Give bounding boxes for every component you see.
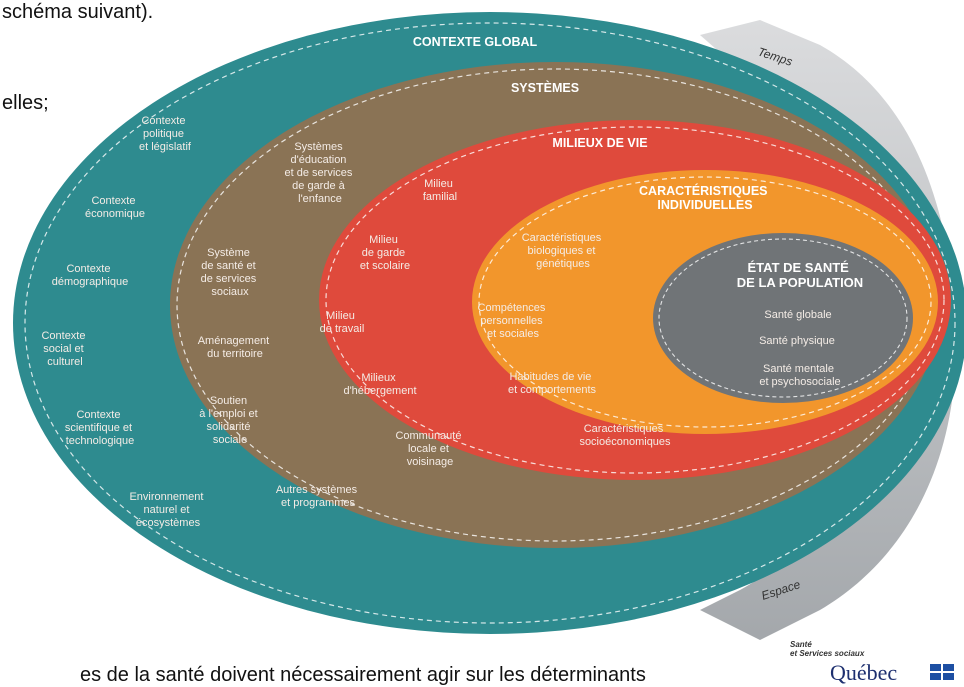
item-social-cultural-context: Contexte social et culturel [41,330,88,368]
item-lifestyle-habits: Habitudes de vie et comportements [508,371,597,396]
item-physical-health: Santé physique [759,335,835,347]
item-scientific-context: Contexte scientifique et technologique [65,409,135,447]
quebec-wordmark: Québec [830,660,898,685]
document-text-bottom: es de la santé doivent nécessairement ag… [80,664,646,686]
layer-population-health [653,233,913,403]
ministry-label: Santé et Services sociaux [790,640,865,658]
title-global-context: CONTEXTE GLOBAL [413,35,538,49]
item-work-environment: Milieu de travail [320,310,365,335]
item-overall-health: Santé globale [764,309,831,321]
item-biological-characteristics: Caractéristiques biologiques et génétiqu… [522,232,605,270]
document-text-top-1: schéma suivant). [2,1,154,23]
item-school-environment: Milieu de garde et scolaire [360,234,410,272]
title-individual-characteristics: CARACTÉRISTIQUES INDIVIDUELLES [639,183,771,212]
item-political-context: Contexte politique et législatif [139,115,192,153]
item-land-planning: Aménagement du territoire [198,335,273,360]
item-local-community: Communauté locale et voisinage [395,430,464,468]
item-employment-support: Soutien à l'emploi et solidarité sociale [199,395,260,446]
item-mental-health: Santé mentale et psychosociale [759,363,840,388]
quebec-health-logo: Santé et Services sociaux Québec [790,640,964,685]
title-living-environments: MILIEUX DE VIE [552,136,647,150]
item-health-system: Système de santé et de services sociaux [201,247,260,298]
item-demographic-context: Contexte démographique [52,263,128,288]
item-socioeconomic-characteristics: Caractéristiques socioéconomiques [579,423,671,448]
document-text-top-2: elles; [2,92,49,114]
item-economic-context: Contexte économique [85,195,145,220]
item-natural-environment: Environnement naturel et écosystèmes [129,491,206,529]
quebec-flag-icon [930,664,954,680]
item-education-systems: Systèmes d'éducation et de services de g… [285,141,356,205]
item-personal-skills: Compétences personnelles et sociales [478,302,549,340]
item-housing-environment: Milieux d'hébergement [343,372,416,397]
item-family-environment: Milieu familial [423,178,457,203]
title-population-health: ÉTAT DE SANTÉ DE LA POPULATION [737,260,863,290]
item-other-systems: Autres systèmes et programmes [276,484,360,509]
title-systems: SYSTÈMES [511,80,579,95]
